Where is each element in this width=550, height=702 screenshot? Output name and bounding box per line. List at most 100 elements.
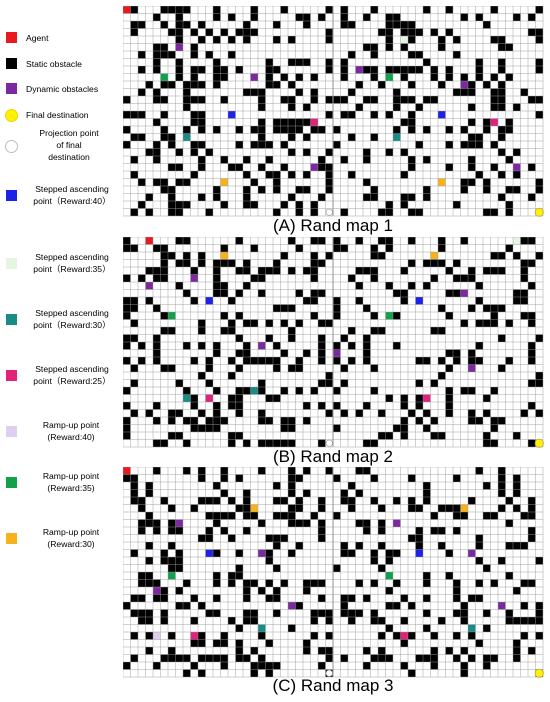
- static-obstacle-cell: [505, 319, 513, 327]
- static-obstacle-cell: [243, 21, 251, 29]
- static-obstacle-cell: [423, 497, 431, 505]
- static-obstacle-cell: [423, 96, 431, 104]
- static-obstacle-cell: [318, 504, 326, 512]
- static-obstacle-cell: [228, 297, 236, 305]
- static-obstacle-cell: [288, 417, 296, 425]
- static-obstacle-cell: [288, 81, 296, 89]
- static-obstacle-cell: [318, 13, 326, 21]
- static-obstacle-cell: [363, 594, 371, 602]
- static-obstacle-cell: [535, 252, 543, 260]
- static-obstacle-cell: [228, 534, 236, 542]
- static-obstacle-cell: [130, 21, 138, 29]
- static-obstacle-cell: [295, 387, 303, 395]
- static-obstacle-cell: [213, 549, 221, 557]
- static-obstacle-cell: [423, 357, 431, 365]
- step25-marker: [423, 394, 431, 402]
- static-obstacle-cell: [325, 647, 333, 655]
- static-obstacle-cell: [438, 542, 446, 550]
- static-obstacle-cell: [220, 417, 228, 425]
- static-obstacle-cell: [145, 519, 153, 527]
- static-obstacle-cell: [505, 186, 513, 194]
- static-obstacle-cell: [138, 504, 146, 512]
- static-obstacle-cell: [303, 297, 311, 305]
- static-obstacle-cell: [138, 21, 146, 29]
- static-obstacle-cell: [445, 163, 453, 171]
- static-obstacle-cell: [415, 66, 423, 74]
- static-obstacle-cell: [198, 409, 206, 417]
- static-obstacle-cell: [198, 327, 206, 335]
- static-obstacle-cell: [183, 88, 191, 96]
- static-obstacle-cell: [213, 654, 221, 662]
- static-obstacle-cell: [498, 417, 506, 425]
- static-obstacle-cell: [183, 387, 191, 395]
- static-obstacle-cell: [498, 267, 506, 275]
- static-obstacle-cell: [528, 497, 536, 505]
- static-obstacle-cell: [145, 489, 153, 497]
- static-obstacle-cell: [310, 632, 318, 640]
- static-obstacle-cell: [258, 654, 266, 662]
- static-obstacle-cell: [153, 662, 161, 670]
- agent-marker: [123, 6, 131, 14]
- static-obstacle-cell: [340, 609, 348, 617]
- static-obstacle-cell: [310, 252, 318, 260]
- static-obstacle-cell: [468, 409, 476, 417]
- static-obstacle-cell: [318, 334, 326, 342]
- static-obstacle-cell: [445, 349, 453, 357]
- static-obstacle-cell: [355, 489, 363, 497]
- static-obstacle-cell: [198, 602, 206, 610]
- static-obstacle-cell: [460, 237, 468, 245]
- static-obstacle-cell: [220, 259, 228, 267]
- static-obstacle-cell: [340, 489, 348, 497]
- static-obstacle-cell: [235, 549, 243, 557]
- static-obstacle-cell: [273, 267, 281, 275]
- static-obstacle-cell: [468, 274, 476, 282]
- static-obstacle-cell: [130, 609, 138, 617]
- static-obstacle-cell: [303, 489, 311, 497]
- static-obstacle-cell: [138, 572, 146, 580]
- static-obstacle-cell: [288, 504, 296, 512]
- static-obstacle-cell: [498, 88, 506, 96]
- static-obstacle-cell: [385, 36, 393, 44]
- static-obstacle-cell: [205, 364, 213, 372]
- static-obstacle-cell: [325, 186, 333, 194]
- static-obstacle-cell: [250, 579, 258, 587]
- static-obstacle-cell: [385, 43, 393, 51]
- static-obstacle-cell: [318, 379, 326, 387]
- static-obstacle-cell: [273, 542, 281, 550]
- static-obstacle-cell: [400, 662, 408, 670]
- static-obstacle-cell: [370, 439, 378, 447]
- static-obstacle-cell: [310, 579, 318, 587]
- static-obstacle-cell: [145, 579, 153, 587]
- static-obstacle-cell: [168, 527, 176, 535]
- static-obstacle-cell: [160, 364, 168, 372]
- static-obstacle-cell: [258, 409, 266, 417]
- static-obstacle-cell: [228, 259, 236, 267]
- static-obstacle-cell: [198, 497, 206, 505]
- static-obstacle-cell: [513, 474, 521, 482]
- static-obstacle-cell: [363, 43, 371, 51]
- static-obstacle-cell: [153, 13, 161, 21]
- static-obstacle-cell: [490, 267, 498, 275]
- static-obstacle-cell: [483, 267, 491, 275]
- static-obstacle-cell: [190, 28, 198, 36]
- static-obstacle-cell: [393, 66, 401, 74]
- static-obstacle-cell: [355, 409, 363, 417]
- step30-marker: [258, 624, 266, 632]
- static-obstacle-cell: [190, 111, 198, 119]
- static-obstacle-cell: [423, 126, 431, 134]
- static-obstacle-cell: [460, 647, 468, 655]
- static-obstacle-cell: [340, 409, 348, 417]
- dynamic-marker: [513, 163, 521, 171]
- static-obstacle-cell: [160, 549, 168, 557]
- static-obstacle-cell: [438, 43, 446, 51]
- static-obstacle-cell: [310, 208, 318, 216]
- static-obstacle-cell: [468, 654, 476, 662]
- static-obstacle-cell: [160, 609, 168, 617]
- static-obstacle-cell: [325, 372, 333, 380]
- static-obstacle-cell: [183, 342, 191, 350]
- static-obstacle-cell: [153, 118, 161, 126]
- static-obstacle-cell: [520, 542, 528, 550]
- static-obstacle-cell: [183, 467, 191, 475]
- static-obstacle-cell: [130, 497, 138, 505]
- static-obstacle-cell: [228, 327, 236, 335]
